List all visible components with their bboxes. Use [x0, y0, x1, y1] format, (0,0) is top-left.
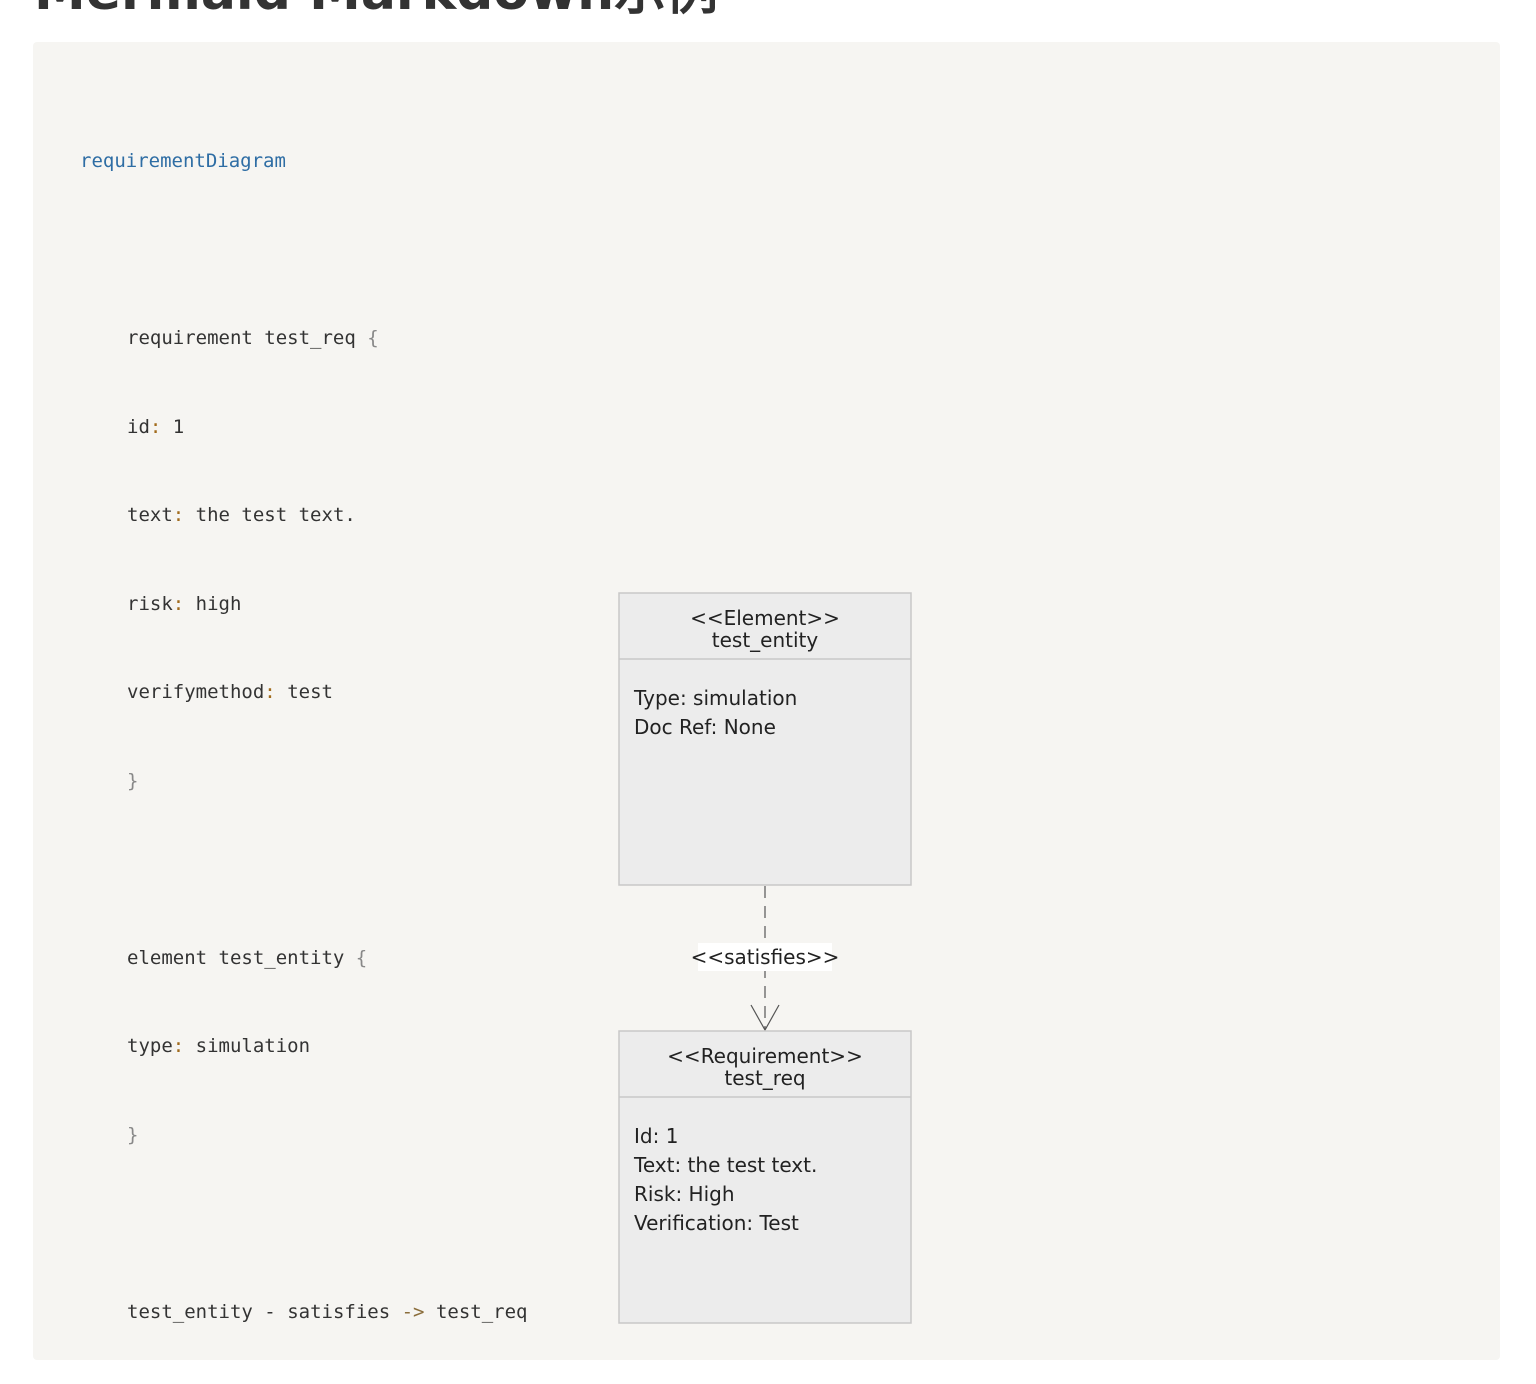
code-line-req-field: verifymethod: test — [80, 678, 527, 708]
requirement-attr: Id: 1 — [634, 1124, 678, 1148]
requirement-attr: Verification: Test — [634, 1211, 799, 1235]
code-relation-target: test_req — [435, 1300, 528, 1323]
requirement-attr: Text: the test text. — [633, 1153, 817, 1177]
code-field-key: risk — [127, 592, 173, 615]
code-source: requirementDiagram requirement test_req … — [80, 88, 527, 1384]
code-colon: : — [172, 504, 185, 526]
code-element-decl: element test_entity — [127, 946, 345, 969]
code-field-value: the test text. — [195, 504, 356, 526]
requirement-box — [618, 1030, 912, 1324]
code-colon: : — [264, 681, 276, 703]
code-field-value: test — [287, 681, 333, 703]
code-relation-verb: satisfies — [287, 1300, 391, 1323]
code-field-value: high — [195, 592, 242, 615]
code-colon: : — [172, 1035, 185, 1057]
code-line-element: element test_entity { — [80, 944, 527, 974]
code-field-value: 1 — [172, 415, 185, 438]
requirement-attr: Risk: High — [634, 1182, 735, 1206]
code-relation-dash: - — [264, 1300, 276, 1323]
element-stereotype: <<Element>> — [690, 606, 840, 630]
code-line-req-field: risk: high — [80, 590, 527, 620]
element-node: <<Element>> test_entity Type: simulation… — [618, 592, 912, 886]
code-field-key: id — [127, 415, 150, 438]
code-relation-source: test_entity — [127, 1300, 253, 1323]
code-close-brace: } — [127, 769, 139, 792]
satisfies-relation: <<satisfies>> — [691, 886, 840, 1032]
code-relation-arrow: -> — [401, 1300, 425, 1323]
code-field-value: simulation — [195, 1035, 311, 1057]
code-line-req-field: text: the test text. — [80, 501, 527, 531]
code-colon: : — [172, 592, 185, 615]
relation-label-bg — [698, 943, 832, 971]
element-attr: Doc Ref: None — [634, 715, 776, 739]
arrowhead-icon — [750, 1004, 780, 1032]
code-close-brace: } — [127, 1123, 139, 1146]
element-box — [618, 592, 912, 886]
requirement-stereotype: <<Requirement>> — [667, 1044, 863, 1068]
code-requirement-decl: requirement test_req — [127, 327, 356, 349]
code-diagram-keyword: requirementDiagram — [80, 150, 286, 172]
code-line-close: } — [80, 767, 527, 797]
requirement-name: test_req — [724, 1066, 805, 1090]
code-line-diagram: requirementDiagram — [80, 147, 527, 177]
element-attr: Type: simulation — [633, 686, 797, 710]
code-line-req-field: id: 1 — [80, 413, 527, 443]
code-open-brace: { — [355, 946, 368, 969]
code-field-key: text — [127, 504, 173, 526]
code-line-requirement: requirement test_req { — [80, 324, 527, 354]
code-line-close: } — [80, 1121, 527, 1151]
page-heading: Mermaid Markdown示例 — [34, 0, 718, 22]
code-open-brace: { — [367, 327, 379, 349]
code-line-relation: test_entity - satisfies -> test_req — [80, 1298, 527, 1328]
element-name: test_entity — [712, 628, 819, 652]
requirement-node: <<Requirement>> test_req Id: 1 Text: the… — [618, 1030, 912, 1324]
code-field-key: type — [127, 1035, 173, 1057]
code-colon: : — [149, 415, 162, 438]
code-field-key: verifymethod — [127, 681, 265, 703]
code-line-elem-field: type: simulation — [80, 1032, 527, 1062]
relation-label: <<satisfies>> — [691, 945, 840, 969]
